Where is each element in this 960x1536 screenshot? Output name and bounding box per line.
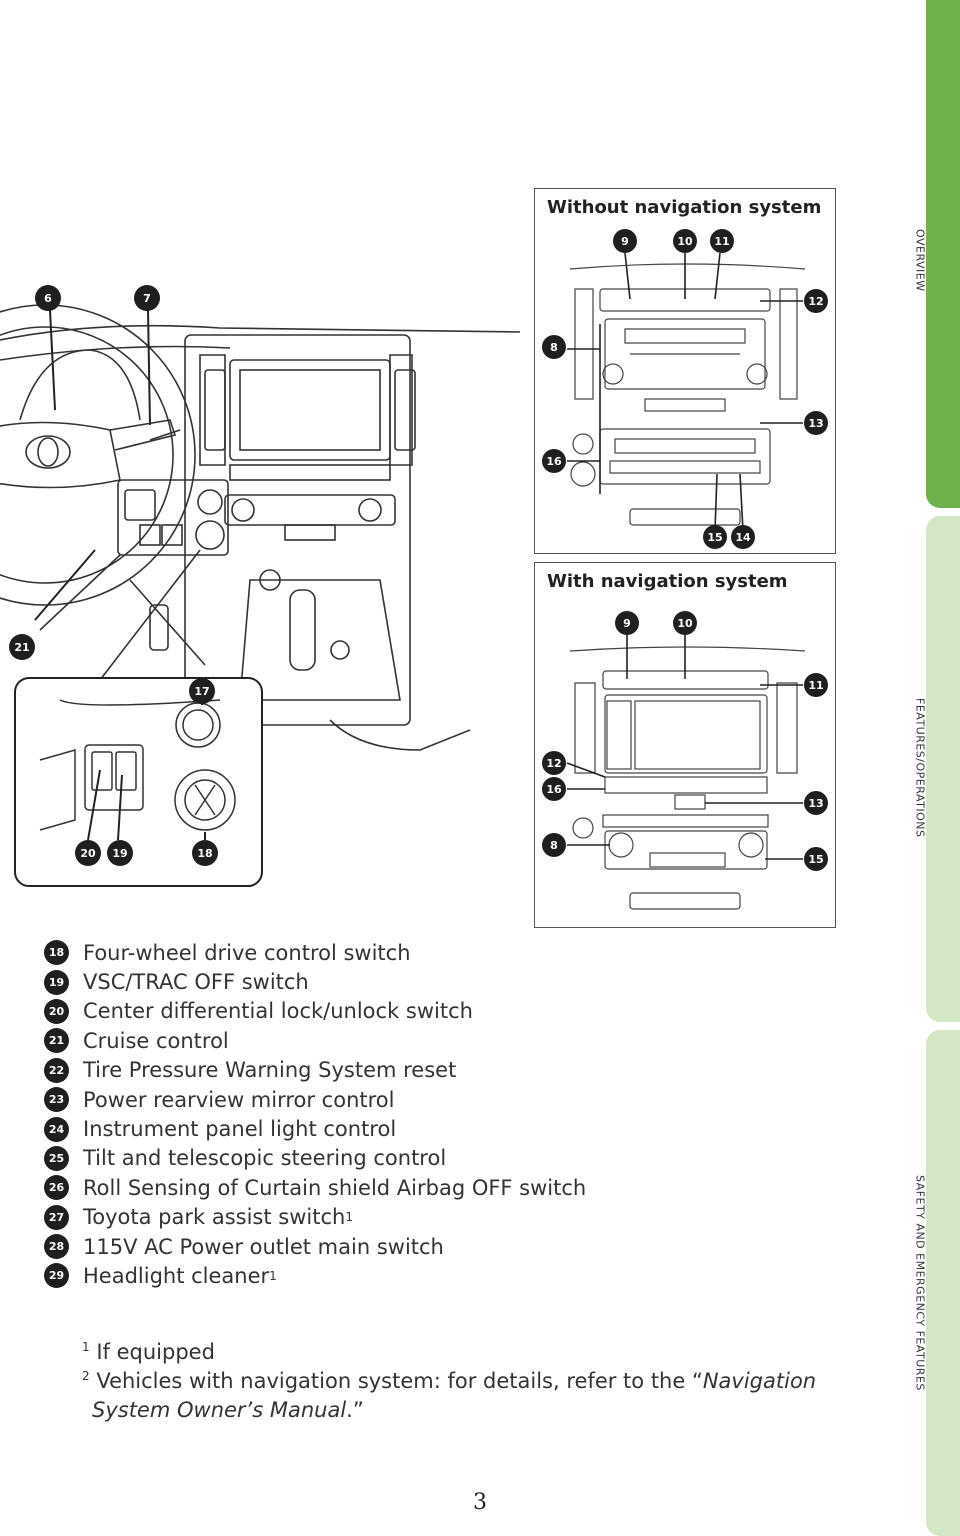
- legend-text: Headlight cleaner: [83, 1263, 270, 1288]
- legend-text: Power rearview mirror control: [83, 1087, 395, 1112]
- svg-text:12: 12: [546, 757, 561, 770]
- svg-text:13: 13: [808, 797, 823, 810]
- svg-text:8: 8: [550, 341, 558, 354]
- legend-item: 23 Power rearview mirror control: [44, 1085, 864, 1114]
- svg-text:9: 9: [621, 235, 629, 248]
- legend-text: VSC/TRAC OFF switch: [83, 970, 309, 995]
- svg-text:8: 8: [550, 839, 558, 852]
- callout-18: 18: [197, 847, 212, 860]
- tab-label-overview: OVERVIEW: [913, 228, 927, 292]
- legend-item: 20 Center differential lock/unlock switch: [44, 997, 864, 1026]
- legend-text: Toyota park assist switch: [83, 1205, 346, 1230]
- legend-number-badge: 18: [44, 940, 69, 966]
- legend-list: 18 Four-wheel drive control switch 19 VSC/…: [44, 938, 864, 1291]
- legend-number-badge: 19: [44, 969, 69, 995]
- legend-text: Tire Pressure Warning System reset: [83, 1058, 457, 1083]
- tab-overview[interactable]: [926, 0, 960, 508]
- legend-text: Cruise control: [83, 1028, 229, 1053]
- page-number: 3: [473, 1490, 487, 1515]
- callout-20: 20: [80, 847, 96, 860]
- legend-text: 115V AC Power outlet main switch: [83, 1234, 444, 1259]
- legend-text: Center differential lock/unlock switch: [83, 999, 473, 1024]
- svg-text:16: 16: [546, 455, 562, 468]
- legend-number-badge: 22: [44, 1057, 69, 1083]
- legend-item: 25 Tilt and telescopic steering control: [44, 1144, 864, 1173]
- svg-text:16: 16: [546, 783, 562, 796]
- legend-text: Roll Sensing of Curtain shield Airbag OF…: [83, 1175, 587, 1200]
- svg-text:15: 15: [707, 531, 722, 544]
- legend-text: Four-wheel drive control switch: [83, 940, 411, 965]
- legend-number-badge: 26: [44, 1175, 69, 1201]
- tab-label-features: FEATURES/OPERATIONS: [913, 697, 927, 838]
- legend-item: 18 Four-wheel drive control switch: [44, 938, 864, 967]
- legend-item: 28 115V AC Power outlet main switch: [44, 1232, 864, 1261]
- svg-text:10: 10: [677, 235, 693, 248]
- legend-item: 24 Instrument panel light control: [44, 1114, 864, 1143]
- legend-text: Tilt and telescopic steering control: [83, 1146, 447, 1171]
- legend-item: 22 Tire Pressure Warning System reset: [44, 1056, 864, 1085]
- legend-number-badge: 25: [44, 1145, 69, 1171]
- callout-21: 21: [14, 641, 29, 654]
- legend-text: Instrument panel light control: [83, 1117, 397, 1142]
- svg-text:13: 13: [808, 417, 823, 430]
- legend-item: 19 VSC/TRAC OFF switch: [44, 967, 864, 996]
- footnote-2-continued: System Owner’s Manual.”: [92, 1398, 364, 1422]
- svg-text:15: 15: [808, 853, 823, 866]
- legend-number-badge: 20: [44, 998, 69, 1024]
- legend-item: 26 Roll Sensing of Curtain shield Airbag …: [44, 1173, 864, 1202]
- panel-without-navigation: 9 10 11 12 8 13 16 15 14 Without navigat…: [534, 188, 836, 554]
- svg-text:10: 10: [677, 617, 693, 630]
- panel-title-with-navigation: With navigation system: [547, 571, 788, 592]
- legend-number-badge: 27: [44, 1204, 69, 1230]
- callout-17: 17: [194, 685, 209, 698]
- panel-with-navigation: 9 10 11 12 16 13 8 15 With navigation sy…: [534, 562, 836, 928]
- footnotes: 1 If equipped 2 Vehicles with navigation…: [82, 1338, 862, 1425]
- footnote-1: 1 If equipped: [82, 1340, 215, 1364]
- callout-6: 6: [44, 292, 52, 305]
- callout-7: 7: [143, 292, 151, 305]
- footnote-2: 2 Vehicles with navigation system: for d…: [82, 1369, 817, 1393]
- callout-19: 19: [112, 847, 127, 860]
- svg-text:12: 12: [808, 295, 823, 308]
- svg-text:14: 14: [735, 531, 751, 544]
- tab-features-operations[interactable]: [926, 516, 960, 1022]
- legend-item: 21 Cruise control: [44, 1026, 864, 1055]
- svg-text:9: 9: [623, 617, 631, 630]
- legend-number-badge: 23: [44, 1087, 69, 1113]
- dashboard-illustration: 6 7 21 17 20 19 18: [0, 285, 520, 887]
- svg-text:11: 11: [714, 235, 729, 248]
- tab-label-safety: SAFETY AND EMERGENCY FEATURES: [913, 1174, 927, 1391]
- legend-number-badge: 21: [44, 1028, 69, 1054]
- legend-number-badge: 28: [44, 1234, 69, 1260]
- legend-number-badge: 29: [44, 1263, 69, 1289]
- svg-text:11: 11: [808, 679, 823, 692]
- panel-title-without-navigation: Without navigation system: [547, 197, 822, 218]
- tab-safety-emergency[interactable]: [926, 1030, 960, 1536]
- legend-number-badge: 24: [44, 1116, 69, 1142]
